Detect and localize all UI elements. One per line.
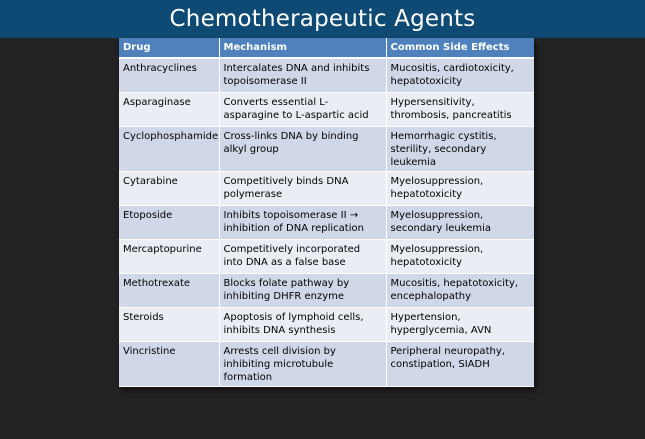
cell-side-effects: Hypertension, hyperglycemia, AVN <box>386 307 534 342</box>
cell-side-effects: Peripheral neuropathy, constipation, SIA… <box>386 341 534 387</box>
slide-title: Chemotherapeutic Agents <box>169 6 476 32</box>
cell-mechanism: Apoptosis of lymphoid cells, inhibits DN… <box>219 307 387 342</box>
table-container: Drug Mechanism Common Side Effects Anthr… <box>119 38 534 387</box>
table-row: Mercaptopurine Competitively incorporate… <box>119 239 534 274</box>
title-bar: Chemotherapeutic Agents <box>0 0 645 38</box>
cell-drug: Methotrexate <box>119 273 220 308</box>
cell-drug: Cytarabine <box>119 171 220 206</box>
table-row: Cyclophosphamide Cross-links DNA by bind… <box>119 126 534 172</box>
table-row: Etoposide Inhibits topoisomerase II → in… <box>119 205 534 240</box>
cell-drug: Asparaginase <box>119 92 220 127</box>
cell-mechanism: Inhibits topoisomerase II → inhibition o… <box>219 205 387 240</box>
table-header-row: Drug Mechanism Common Side Effects <box>119 38 534 59</box>
cell-mechanism: Blocks folate pathway by inhibiting DHFR… <box>219 273 387 308</box>
cell-mechanism: Competitively binds DNA polymerase <box>219 171 387 206</box>
header-drug: Drug <box>119 38 220 59</box>
table-row: Anthracyclines Intercalates DNA and inhi… <box>119 58 534 93</box>
cell-mechanism: Cross-links DNA by binding alkyl group <box>219 126 387 172</box>
cell-side-effects: Mucositis, cardiotoxicity, hepatotoxicit… <box>386 58 534 93</box>
cell-mechanism: Intercalates DNA and inhibits topoisomer… <box>219 58 387 93</box>
cell-mechanism: Arrests cell division by inhibiting micr… <box>219 341 387 387</box>
header-side-effects: Common Side Effects <box>386 38 534 59</box>
cell-drug: Vincristine <box>119 341 220 387</box>
cell-side-effects: Hemorrhagic cystitis, sterility, seconda… <box>386 126 534 172</box>
cell-drug: Steroids <box>119 307 220 342</box>
drug-table: Drug Mechanism Common Side Effects Anthr… <box>119 38 534 387</box>
table-row: Steroids Apoptosis of lymphoid cells, in… <box>119 307 534 342</box>
cell-side-effects: Myelosuppression, hepatotoxicity <box>386 171 534 206</box>
table-row: Cytarabine Competitively binds DNA polym… <box>119 171 534 206</box>
cell-mechanism: Converts essential L-asparagine to L-asp… <box>219 92 387 127</box>
cell-side-effects: Myelosuppression, secondary leukemia <box>386 205 534 240</box>
table-row: Methotrexate Blocks folate pathway by in… <box>119 273 534 308</box>
cell-mechanism: Competitively incorporated into DNA as a… <box>219 239 387 274</box>
cell-side-effects: Hypersensitivity, thrombosis, pancreatit… <box>386 92 534 127</box>
table-row: Asparaginase Converts essential L-aspara… <box>119 92 534 127</box>
cell-drug: Cyclophosphamide <box>119 126 220 172</box>
cell-side-effects: Mucositis, hepatotoxicity, encephalopath… <box>386 273 534 308</box>
header-mechanism: Mechanism <box>219 38 387 59</box>
table-row: Vincristine Arrests cell division by inh… <box>119 341 534 387</box>
cell-side-effects: Myelosuppression, hepatotoxicity <box>386 239 534 274</box>
cell-drug: Mercaptopurine <box>119 239 220 274</box>
cell-drug: Anthracyclines <box>119 58 220 93</box>
cell-drug: Etoposide <box>119 205 220 240</box>
